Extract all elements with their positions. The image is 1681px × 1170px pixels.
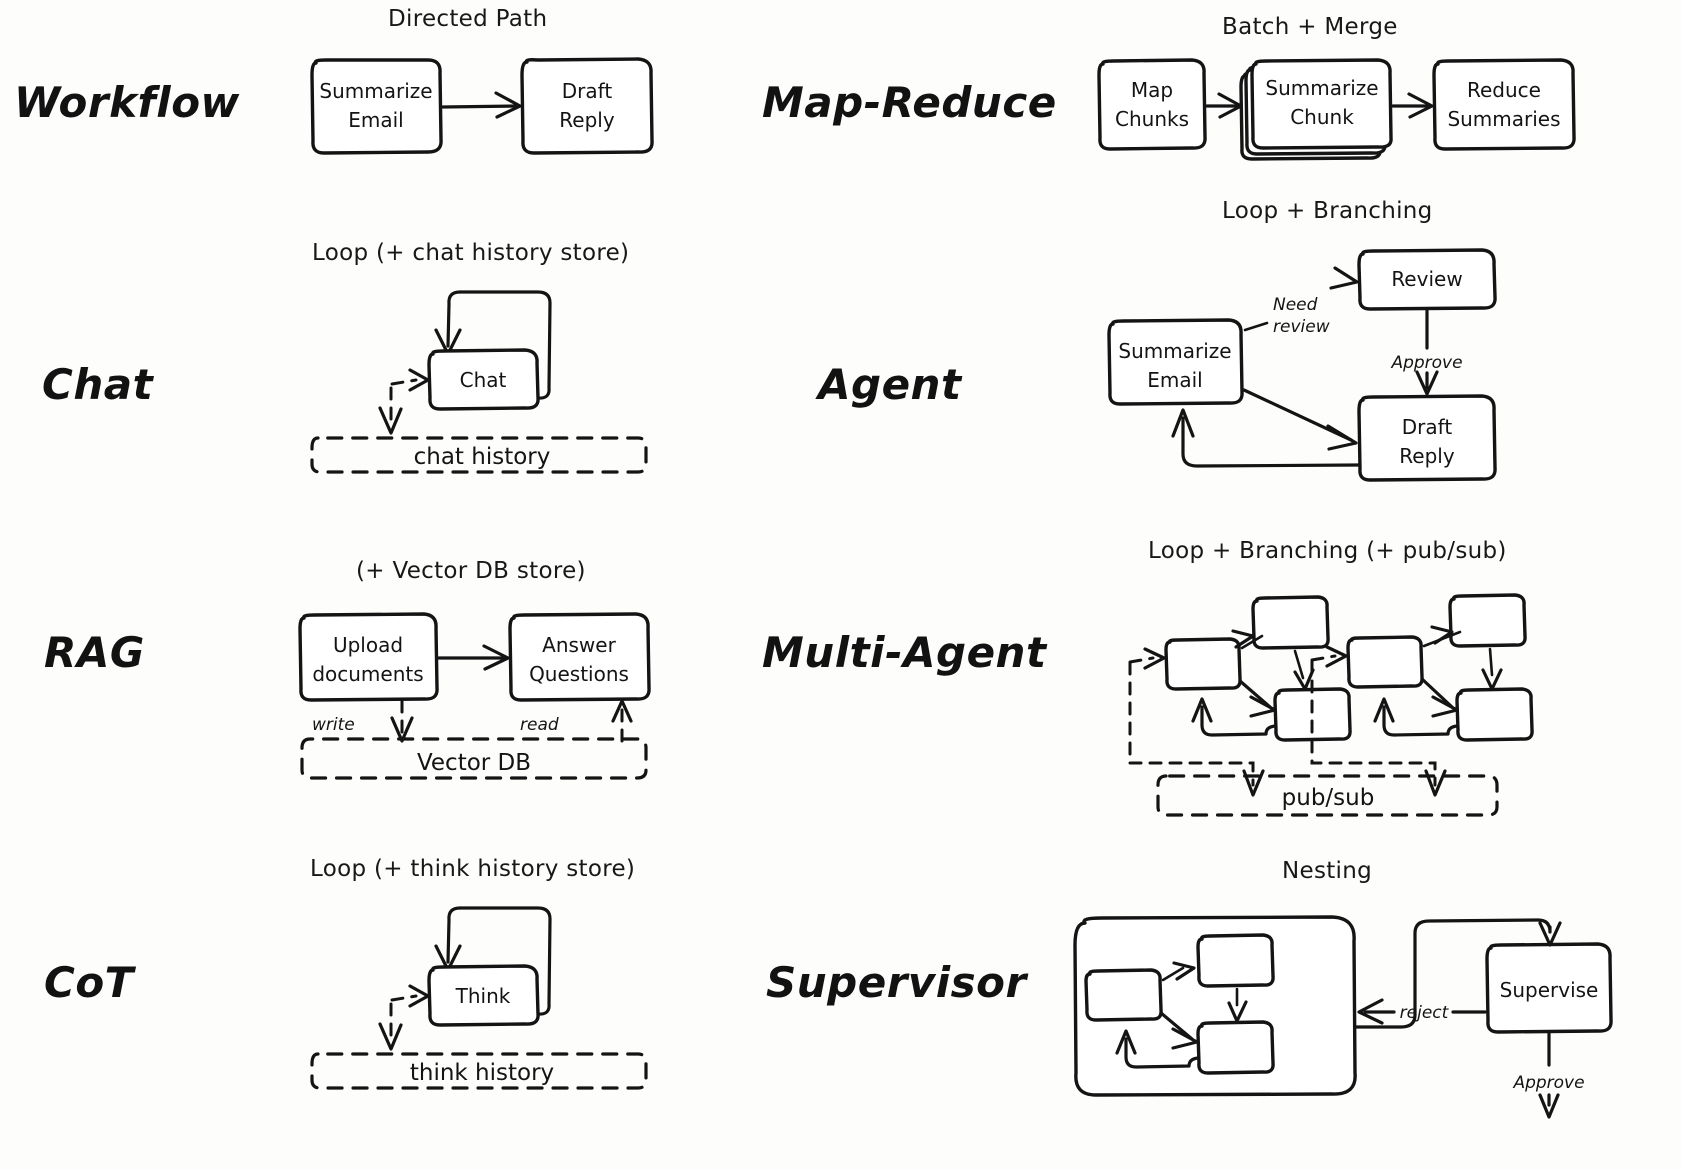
- rag-diagram: Upload documents Answer Questions write …: [298, 612, 651, 780]
- node-answer: Answer: [542, 633, 616, 657]
- node-summaries: Summaries: [1447, 107, 1560, 131]
- row-label-workflow: Workflow: [14, 78, 240, 127]
- edge-label-reject: reject: [1400, 1003, 1450, 1023]
- agent-diagram: Review Summarize Email Draft Reply Need …: [1107, 248, 1497, 482]
- supervisor-diagram: Supervise reject Approve: [1073, 915, 1613, 1119]
- store-chat-history: chat history: [414, 444, 551, 470]
- row-label-cot: CoT: [44, 958, 134, 1007]
- node-questions: Questions: [529, 662, 629, 686]
- workflow-diagram: Summarize Email Draft Reply: [310, 57, 654, 155]
- node-email-2: Email: [1147, 368, 1203, 392]
- map-reduce-diagram: Map Chunks Summarize Chunk Reduce Summar…: [1097, 58, 1576, 161]
- edge-label-read: read: [520, 715, 559, 735]
- node-email: Email: [348, 108, 404, 132]
- agent-cluster-b: [1310, 593, 1534, 797]
- node-documents: documents: [312, 662, 423, 686]
- node-chat: Chat: [460, 368, 507, 392]
- node-summarize-chunk-line2: Chunk: [1290, 105, 1354, 129]
- caption-loop-branching-pubsub: Loop + Branching (+ pub/sub): [1148, 538, 1507, 564]
- store-pub-sub: pub/sub: [1282, 785, 1375, 811]
- node-reduce: Reduce: [1467, 78, 1541, 102]
- row-label-supervisor: Supervisor: [766, 958, 1027, 1007]
- node-supervise: Supervise: [1500, 978, 1599, 1002]
- row-label-rag: RAG: [44, 628, 145, 677]
- row-label-multi-agent: Multi-Agent: [762, 628, 1047, 677]
- edge-label-approve2: Approve: [1512, 1073, 1584, 1093]
- caption-loop-think: Loop (+ think history store): [310, 856, 636, 882]
- agent-cluster-a: [1128, 595, 1352, 797]
- node-summarize-chunk-line1: Summarize: [1265, 76, 1378, 100]
- node-reply-2: Reply: [1399, 444, 1455, 468]
- node-draft-2: Draft: [1402, 415, 1453, 439]
- caption-loop-branching: Loop + Branching: [1222, 198, 1433, 224]
- node-think: Think: [455, 984, 511, 1008]
- edge-label-write: write: [312, 715, 355, 735]
- multi-agent-diagram: [1128, 593, 1534, 797]
- caption-nesting: Nesting: [1282, 858, 1373, 884]
- edge-label-review: review: [1273, 317, 1330, 337]
- node-review: Review: [1391, 267, 1462, 291]
- caption-loop-chat: Loop (+ chat history store): [312, 240, 630, 266]
- caption-directed-path: Directed Path: [388, 6, 548, 32]
- node-summarize-2: Summarize: [1118, 339, 1231, 363]
- store-vector-db: Vector DB: [417, 750, 531, 776]
- node-summarize: Summarize: [319, 79, 432, 103]
- caption-batch-merge: Batch + Merge: [1222, 14, 1398, 40]
- caption-vector-db-store: (+ Vector DB store): [356, 558, 586, 584]
- cot-diagram: Think think history: [310, 906, 648, 1090]
- pubsub-store: pub/sub: [1156, 774, 1499, 817]
- row-label-agent: Agent: [818, 360, 962, 409]
- chat-diagram: Chat chat history: [310, 290, 648, 474]
- node-draft: Draft: [562, 79, 613, 103]
- edge-label-approve: Approve: [1390, 353, 1462, 373]
- node-map: Map: [1131, 78, 1173, 102]
- node-chunks: Chunks: [1115, 107, 1189, 131]
- store-think-history: think history: [410, 1060, 554, 1086]
- node-reply: Reply: [559, 108, 615, 132]
- node-upload: Upload: [333, 633, 403, 657]
- row-label-chat: Chat: [42, 360, 154, 409]
- edge-label-need: Need: [1273, 295, 1318, 315]
- row-label-map-reduce: Map-Reduce: [762, 78, 1057, 127]
